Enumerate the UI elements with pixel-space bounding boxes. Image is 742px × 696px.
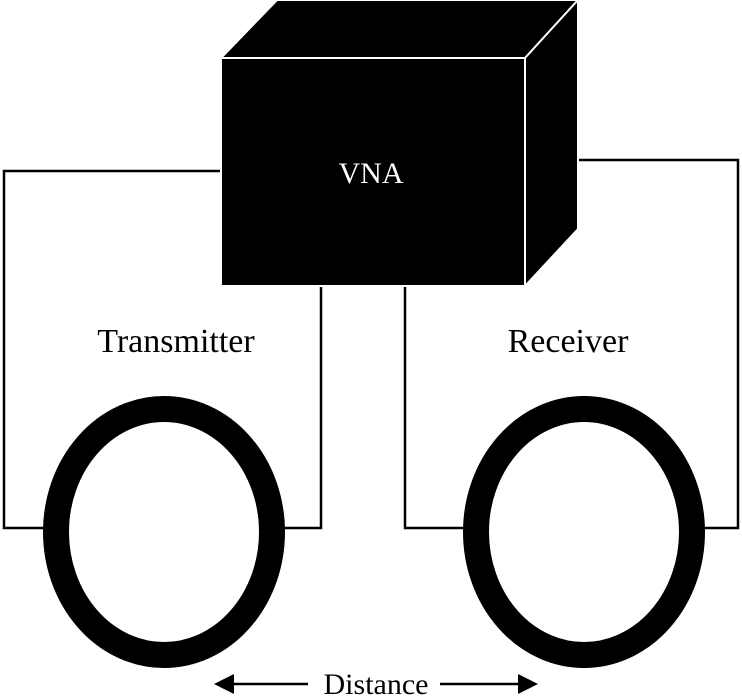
vna-cube-top	[220, 0, 579, 59]
distance-arrow-left-head	[214, 674, 234, 694]
receiver-cable-inner	[403, 286, 466, 530]
vna-cube	[220, 0, 579, 287]
receiver-cable-outer	[576, 158, 740, 530]
vna-label: VNA	[339, 157, 404, 190]
transmitter-coil	[43, 396, 285, 668]
transmitter-label: Transmitter	[97, 323, 255, 360]
transmitter-cable-outer	[2, 169, 222, 530]
receiver-cables	[403, 158, 740, 530]
receiver-label: Receiver	[508, 323, 629, 360]
transmitter-cable-inner	[282, 286, 323, 530]
transmitter-cables	[2, 169, 323, 530]
distance-label: Distance	[324, 668, 429, 696]
distance-arrow-right-head	[518, 674, 538, 694]
receiver-coil	[463, 396, 705, 668]
